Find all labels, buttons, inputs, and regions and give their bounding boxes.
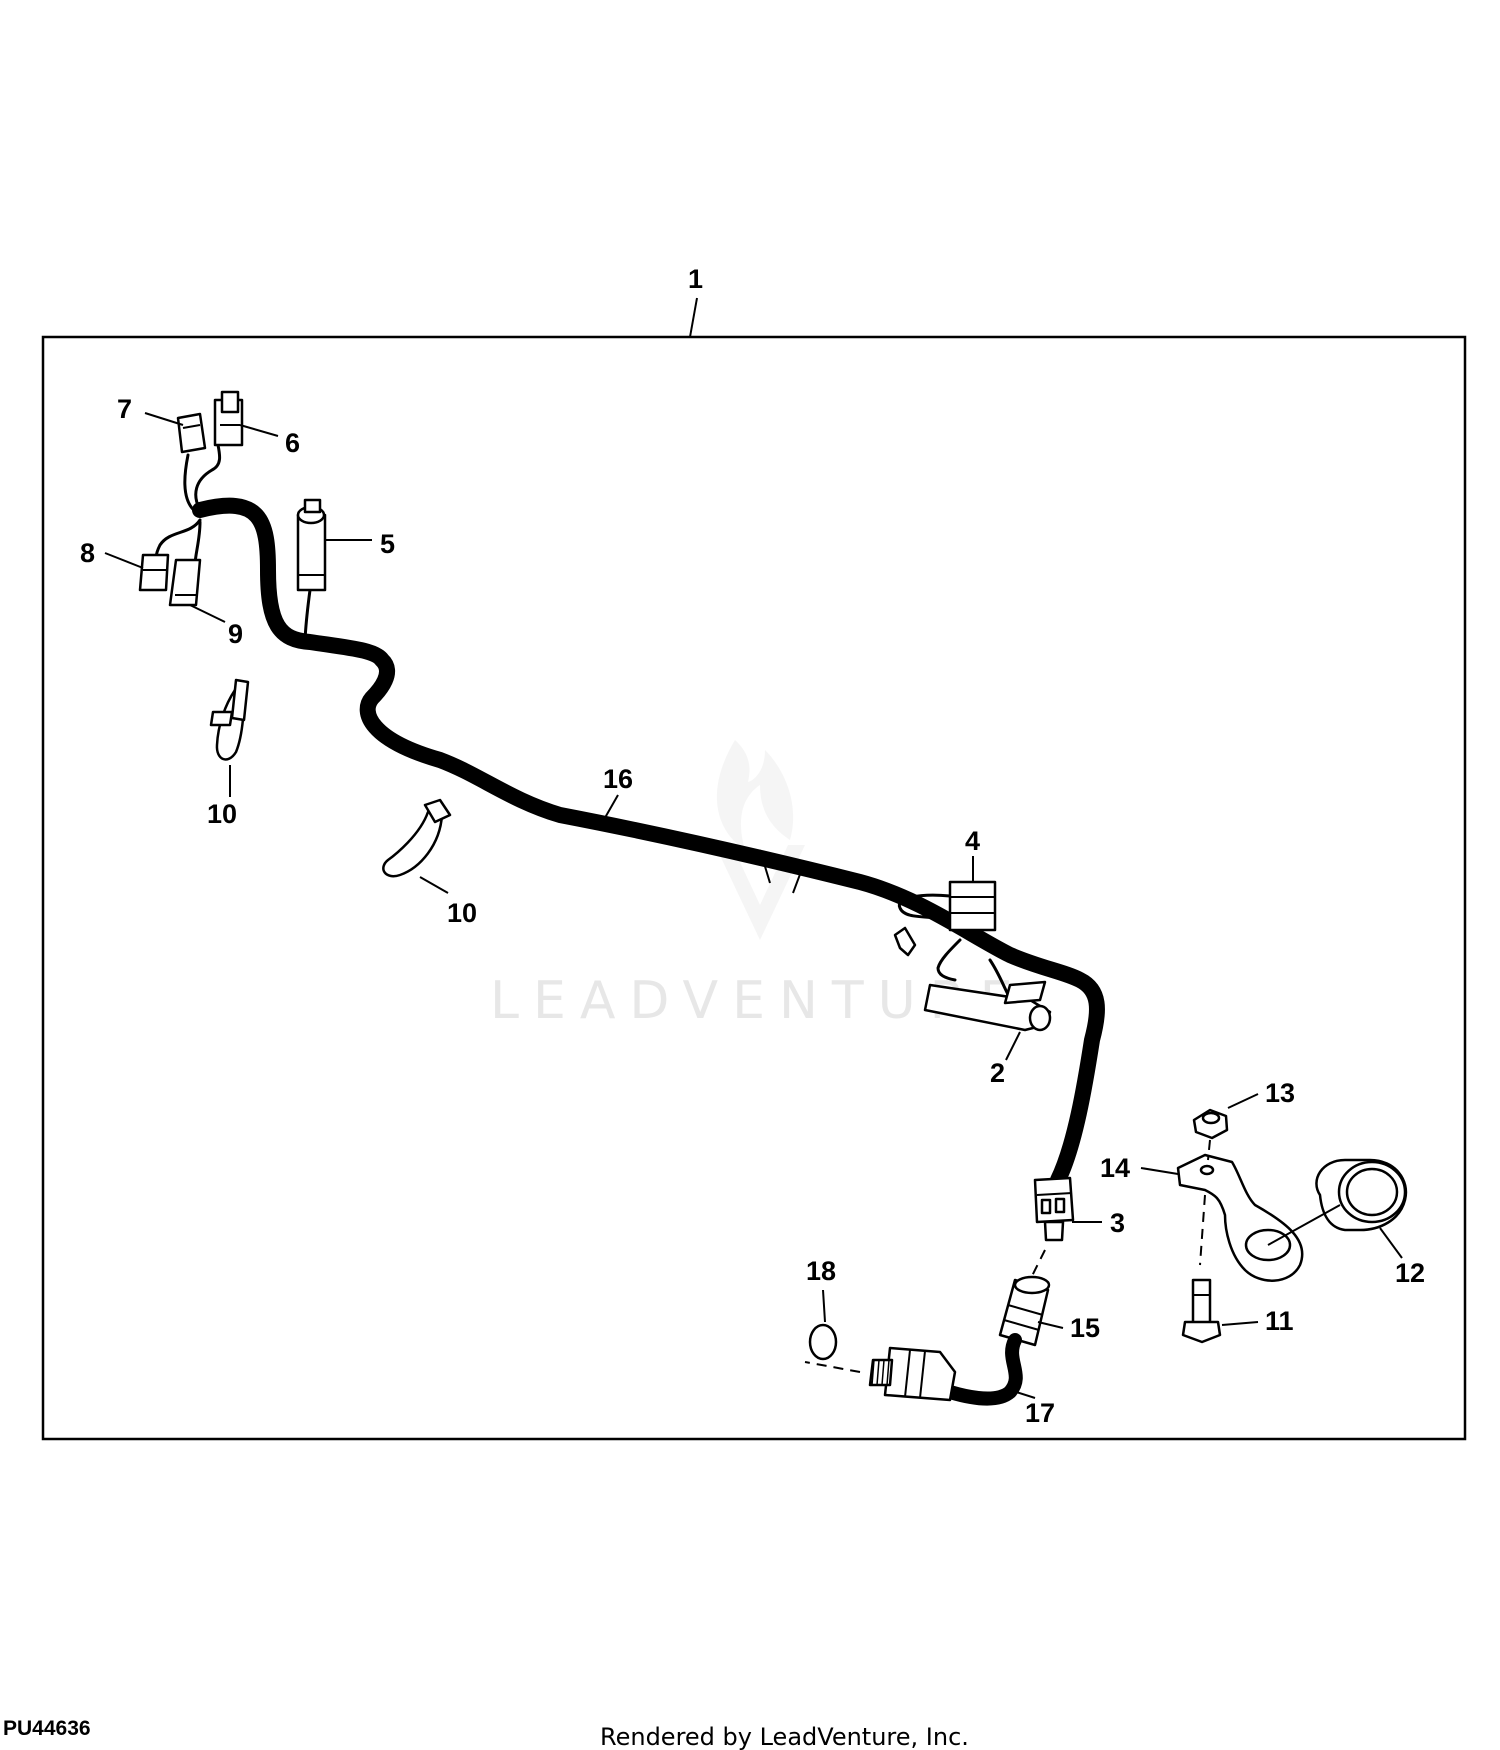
callout-16: 16 [603,764,633,794]
connector-6 [213,390,244,447]
bolt-11 [1181,1278,1222,1344]
callout-1: 1 [688,264,703,294]
nut-13 [1192,1108,1229,1140]
image-id-label: PU44636 [3,1717,91,1740]
callout-14: 14 [1100,1153,1130,1183]
callout-18: 18 [806,1256,836,1286]
bracket-14 [1176,1153,1304,1282]
grommet-12 [1315,1158,1408,1232]
connector-15 [998,1275,1051,1347]
callout-11: 11 [1265,1306,1294,1336]
render-credit: Rendered by LeadVenture, Inc. [600,1723,969,1750]
callout-15: 15 [1070,1313,1100,1343]
assembly-frame [41,335,1467,1441]
callout-5: 5 [380,529,395,559]
o-ring-18 [808,1323,838,1361]
connector-7 [176,412,207,454]
callout-12: 12 [1395,1258,1425,1288]
connector-8 [138,553,170,592]
cable-tie-10-left [209,678,250,761]
connector-2 [923,980,1052,1032]
connector-3 [1033,1176,1075,1242]
connector-9 [168,558,202,607]
callout-2: 2 [990,1058,1005,1088]
sensor-17 [868,1333,1023,1406]
connector-4 [948,880,997,932]
callout-8: 8 [80,538,95,568]
connector-5 [296,498,327,592]
callout-17: 17 [1025,1398,1055,1428]
cable-tie-10-center [382,798,452,878]
callout-9: 9 [228,619,243,649]
callout-4: 4 [965,826,980,856]
callout-10-center: 10 [447,898,477,928]
callout-7: 7 [117,394,132,424]
callout-6: 6 [285,428,300,458]
callout-13: 13 [1265,1078,1295,1108]
callout-3: 3 [1110,1208,1125,1238]
callout-10-left: 10 [207,799,237,829]
watermark-logo-icon [715,740,805,940]
